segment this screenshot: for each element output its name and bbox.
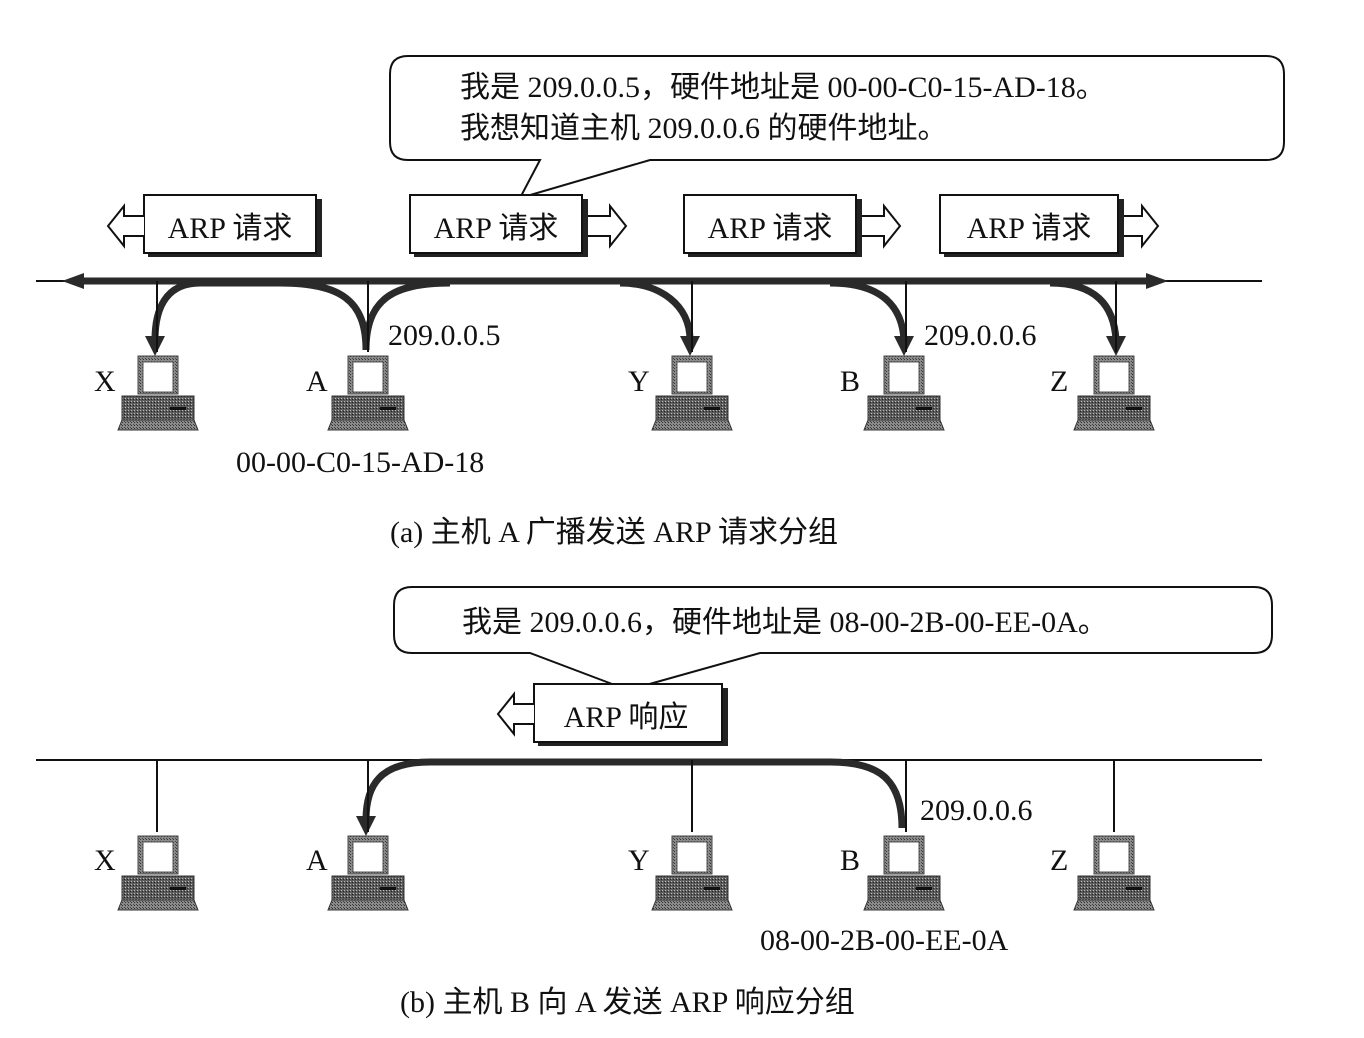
computer-a-icon [327,355,409,431]
flow-a-to-x [151,279,370,351]
bubble-a-line2: 我想知道主机 209.0.0.6 的硬件地址。 [460,112,948,145]
computer-b-icon [863,835,945,911]
computer-z-icon [1073,835,1155,911]
flow-b-to-a [362,758,906,829]
computer-x-icon [117,835,199,911]
flow-to-y [619,279,694,341]
host-label-b: B [840,844,860,877]
ip-label-b: 209.0.0.6 [920,794,1033,827]
host-label-a: A [306,365,328,398]
panel-a: 我是 209.0.0.5，硬件地址是 00-00-C0-15-AD-18。 我想… [36,55,1285,549]
packet-a-2: ARP 请求 [409,194,628,257]
host-label-z: Z [1050,844,1068,877]
caption-a: (a) 主机 A 广播发送 ARP 请求分组 [390,516,838,549]
arrowhead-down-icon [680,336,700,356]
arrow-right-hollow-icon [862,203,902,249]
host-label-z: Z [1050,365,1068,398]
flow-to-z [1049,279,1120,341]
host-label-y: Y [628,365,650,398]
packet-label: ARP 请求 [708,212,833,245]
speech-bubble-a [389,55,1285,200]
packet-a-4: ARP 请求 [939,194,1160,257]
computer-b-icon [863,355,945,431]
arrowhead-down-icon [145,336,165,356]
host-label-a: A [306,844,328,877]
host-label-x: X [94,844,116,877]
computer-y-icon [651,355,733,431]
ip-label-a: 209.0.0.5 [388,319,501,352]
speech-bubble-b [393,586,1273,692]
bubble-a-line1: 我是 209.0.0.5，硬件地址是 00-00-C0-15-AD-18。 [460,71,1106,104]
arrowhead-left-icon [62,273,84,289]
ip-label-b: 209.0.0.6 [924,319,1037,352]
packet-label: ARP 请求 [168,212,293,245]
computer-z-icon [1073,355,1155,431]
bubble-b-line1: 我是 209.0.0.6，硬件地址是 08-00-2B-00-EE-0A。 [462,606,1108,639]
packet-a-3: ARP 请求 [683,194,902,257]
mac-label-a: 00-00-C0-15-AD-18 [236,446,484,479]
packet-b-1: ARP 响应 [496,683,728,746]
panel-b: 我是 209.0.0.6，硬件地址是 08-00-2B-00-EE-0A。 AR… [36,586,1273,1019]
arrow-right-hollow-icon [588,203,628,249]
packet-a-1: ARP 请求 [106,194,322,257]
arrow-left-hollow-icon [106,203,144,249]
packet-label: ARP 响应 [564,701,689,734]
caption-b: (b) 主机 B 向 A 发送 ARP 响应分组 [400,986,855,1019]
flow-to-b [829,279,908,341]
mac-label-b: 08-00-2B-00-EE-0A [760,924,1009,957]
packet-label: ARP 请求 [434,212,559,245]
packet-label: ARP 请求 [967,212,1092,245]
arrowhead-right-icon [1146,273,1168,289]
arrowhead-down-icon [894,336,914,356]
arrow-right-hollow-icon [1124,203,1160,249]
host-label-y: Y [628,844,650,877]
host-label-b: B [840,365,860,398]
arrowhead-down-icon [356,816,376,836]
host-label-x: X [94,365,116,398]
computer-a-icon [327,835,409,911]
computer-y-icon [651,835,733,911]
computer-x-icon [117,355,199,431]
arrow-left-hollow-icon [496,691,534,737]
